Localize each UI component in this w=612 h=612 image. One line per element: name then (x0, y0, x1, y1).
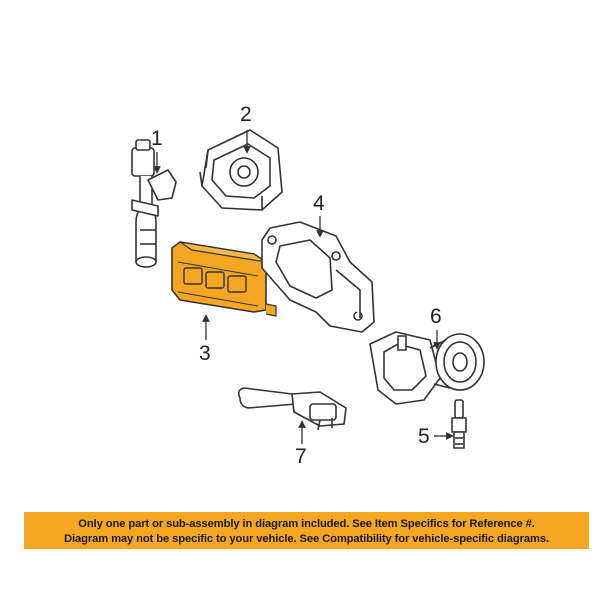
part-1-sensor (131, 139, 177, 268)
callout-2: 2 (240, 103, 252, 126)
part-5-sensor (451, 399, 467, 449)
disclaimer-banner: Only one part or sub-assembly in diagram… (24, 512, 589, 549)
part-7-sensor (237, 387, 347, 431)
callout-4: 4 (313, 192, 325, 215)
part-3-control-module (171, 241, 277, 317)
part-4-bracket (261, 221, 375, 333)
callout-1: 1 (151, 127, 163, 150)
part-6-pulley-assembly (369, 331, 485, 405)
disclaimer-line-2: Diagram may not be specific to your vehi… (64, 533, 549, 545)
part-2-sensor (199, 129, 283, 211)
leader-lines (153, 130, 454, 444)
callout-3: 3 (199, 342, 211, 365)
disclaimer-line-1: Only one part or sub-assembly in diagram… (78, 518, 535, 530)
callout-7: 7 (295, 445, 307, 468)
callout-6: 6 (430, 305, 442, 328)
callout-5: 5 (418, 425, 430, 448)
